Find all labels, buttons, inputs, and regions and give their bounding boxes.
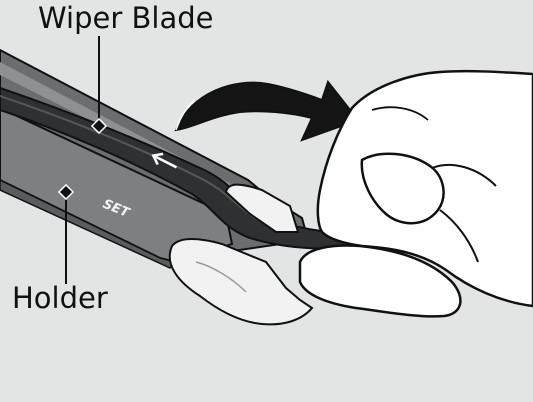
wiper-blade-label: Wiper Blade [38, 1, 214, 35]
holder-leader-dot [57, 183, 75, 201]
hand-thumb [298, 244, 462, 318]
hand-crease [439, 209, 479, 263]
curved-arrow-tail [175, 99, 195, 131]
lower-clip-ridge [195, 261, 247, 293]
left-arrow-icon [151, 152, 178, 169]
hand-illustration [298, 69, 533, 318]
hand-index-finger [360, 152, 445, 225]
hand-knuckle-line [431, 163, 497, 187]
wiper-blade-leader-dot [90, 117, 108, 135]
hand-crease-2 [371, 106, 429, 121]
upper-clip [224, 183, 300, 233]
holder-label: Holder [12, 281, 108, 315]
lower-clip [168, 238, 314, 326]
curved-arrow-icon [174, 79, 360, 142]
